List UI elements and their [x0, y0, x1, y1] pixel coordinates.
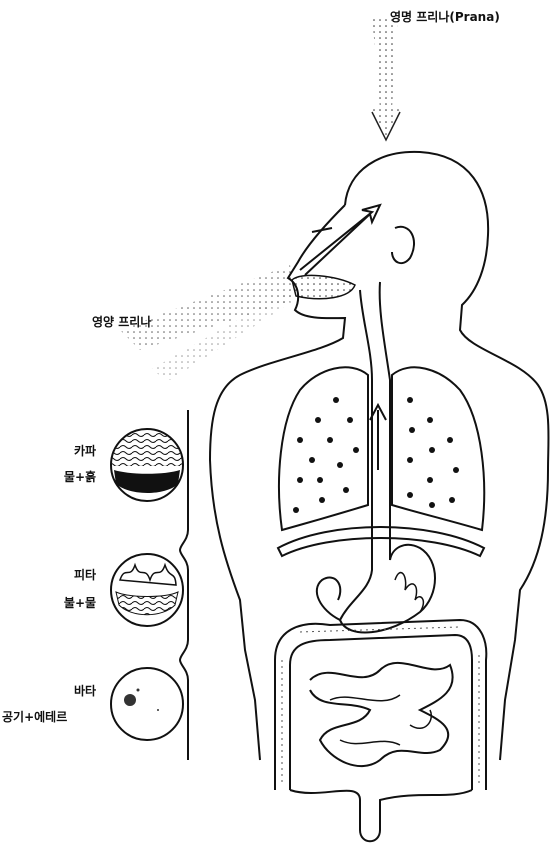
stomach: [340, 515, 435, 632]
diaphragm: [278, 527, 484, 556]
vata-circle: [111, 668, 183, 740]
top-prana-stream: [370, 15, 402, 140]
kapha-circle: [111, 429, 183, 501]
pitta-elements-label: 불+물: [50, 596, 110, 611]
kapha-name-label: 카파: [65, 444, 105, 459]
pitta-circle: [111, 554, 183, 626]
duodenum: [317, 578, 340, 620]
body-outline: [210, 152, 549, 760]
trachea: [360, 282, 390, 515]
mouth-cavity: [292, 275, 355, 298]
lung-drops: [293, 397, 459, 513]
stomach-fire: [395, 573, 423, 612]
top-prana-label: 영명 프리나(Prana): [390, 10, 500, 25]
small-intestine-inner: [330, 695, 431, 745]
ear: [392, 227, 414, 263]
vata-elements-label: 공기+에테르: [2, 710, 67, 725]
large-intestine: [275, 620, 486, 841]
vata-name-label: 바타: [65, 684, 105, 699]
right-lung: [392, 367, 484, 530]
large-intestine-dots: [282, 627, 479, 785]
nutrient-prana-label: 영양 프리나: [92, 315, 151, 330]
pitta-name-label: 피타: [65, 568, 105, 583]
kapha-elements-label: 물+흙: [50, 470, 110, 485]
